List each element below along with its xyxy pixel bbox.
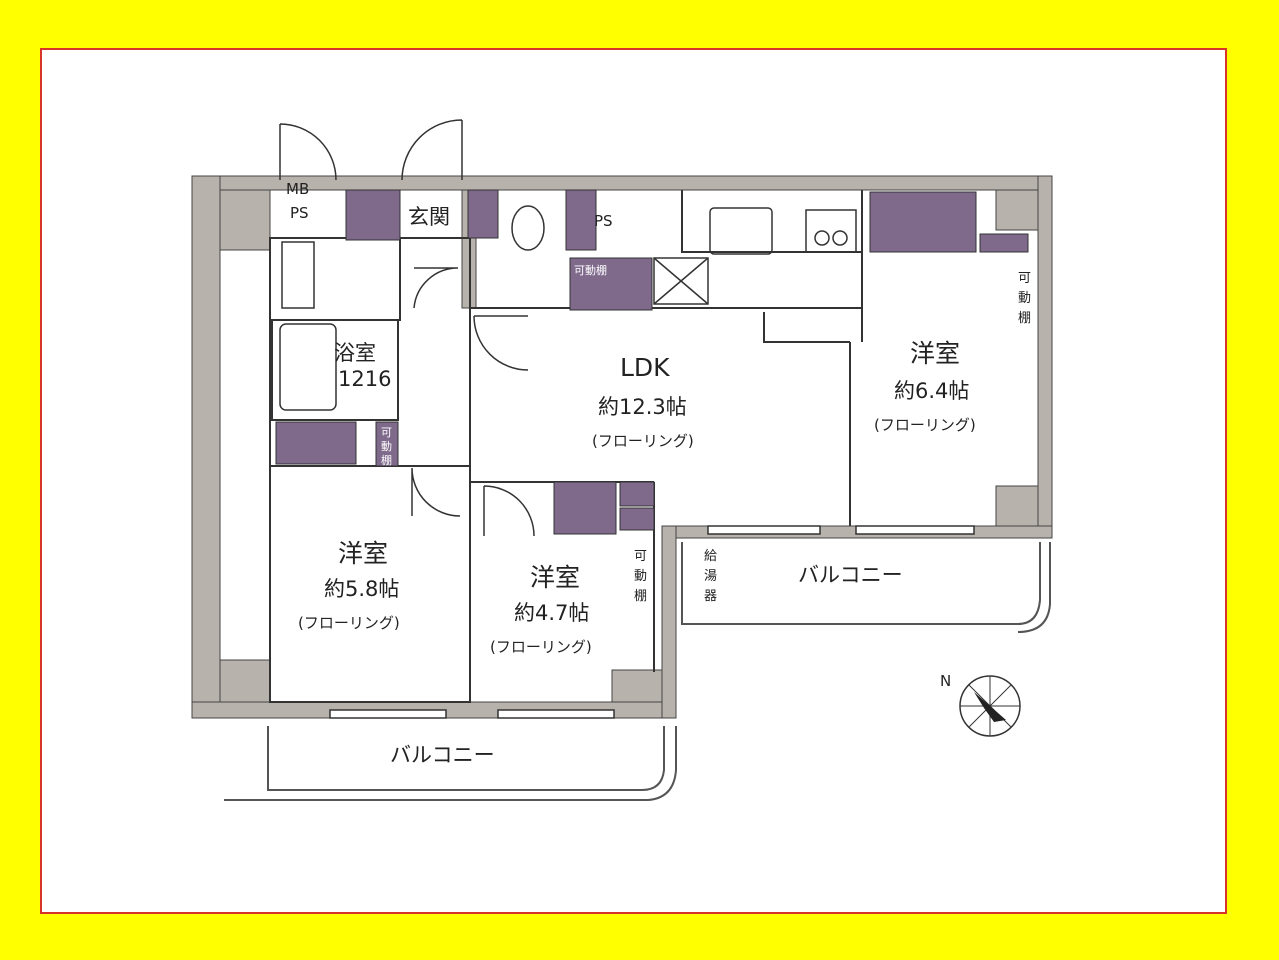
label-shelf-bath-3: 棚 — [381, 453, 392, 467]
labels: MB PS 玄関 PS 可動棚 浴室 1216 可 動 棚 LDK 約12.3帖… — [286, 180, 1031, 767]
label-water-heater-2: 湯 — [704, 569, 717, 584]
floor-plan: MB PS 玄関 PS 可動棚 浴室 1216 可 動 棚 LDK 約12.3帖… — [191, 119, 1053, 801]
label-room-mid-floor: (フローリング) — [490, 638, 592, 656]
label-mb: MB — [286, 180, 309, 198]
label-bath: 浴室 — [334, 341, 376, 365]
doors — [279, 119, 535, 537]
label-balcony-bottom: バルコニー — [390, 743, 495, 767]
storage-blocks — [275, 189, 1029, 535]
compass — [959, 675, 1021, 737]
fixtures — [279, 205, 857, 411]
label-shelf-mid-3: 棚 — [634, 589, 647, 604]
label-shelf-right-3: 棚 — [1018, 311, 1031, 326]
label-water-heater-1: 給 — [704, 549, 717, 564]
label-balcony-right: バルコニー — [798, 563, 903, 587]
label-shelf-top: 可動棚 — [574, 263, 607, 277]
label-shelf-mid-1: 可 — [634, 549, 647, 564]
label-room-right-floor: (フローリング) — [874, 416, 976, 434]
label-shelf-mid-2: 動 — [634, 569, 647, 584]
floor-plan-frame: MB PS 玄関 PS 可動棚 浴室 1216 可 動 棚 LDK 約12.3帖… — [40, 48, 1227, 914]
label-ldk-size: 約12.3帖 — [598, 395, 687, 419]
label-entrance: 玄関 — [408, 205, 450, 229]
balconies — [224, 542, 1051, 801]
label-water-heater-3: 器 — [704, 589, 717, 604]
label-room-left-floor: (フローリング) — [298, 614, 400, 632]
label-ldk-floor: (フローリング) — [592, 432, 694, 450]
label-room-mid-title: 洋室 — [530, 563, 580, 592]
label-room-mid-size: 約4.7帖 — [514, 601, 589, 625]
windows — [329, 525, 975, 719]
label-room-left-size: 約5.8帖 — [324, 577, 399, 601]
label-room-left-title: 洋室 — [338, 539, 388, 568]
label-ps-mb: PS — [290, 204, 309, 222]
label-bath-size: 1216 — [338, 367, 391, 391]
label-compass-n: N — [940, 672, 951, 690]
label-room-right-size: 約6.4帖 — [894, 379, 969, 403]
label-shelf-bath-1: 可 — [381, 426, 392, 439]
label-ps: PS — [594, 212, 613, 230]
label-room-right-title: 洋室 — [910, 339, 960, 368]
label-ldk-title: LDK — [620, 353, 670, 382]
label-shelf-bath-2: 動 — [381, 439, 392, 453]
label-shelf-right-1: 可 — [1018, 271, 1031, 286]
label-shelf-right-2: 動 — [1018, 291, 1031, 306]
